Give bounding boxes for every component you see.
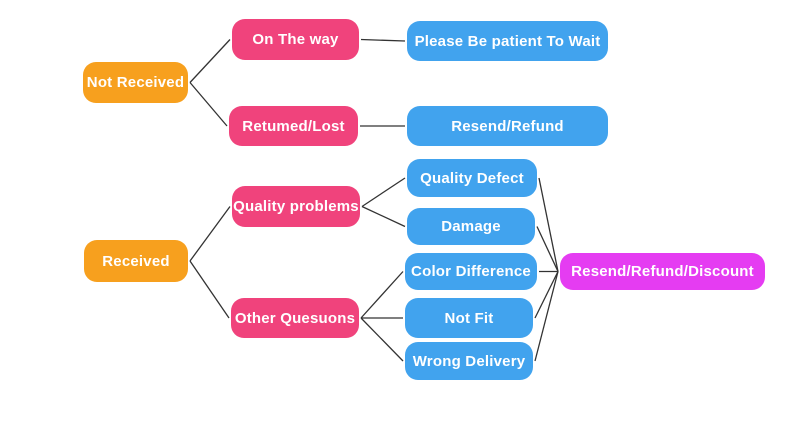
edge-not-received-to-on-the-way: [189, 39, 231, 83]
edge-quality-problems-to-quality-defect: [361, 177, 406, 208]
flowchart-node-resend-refund: Resend/Refund: [407, 106, 608, 146]
flowchart-node-damage: Damage: [407, 208, 535, 245]
flowchart-node-quality-problems: Quality problems: [232, 186, 360, 227]
flowchart-node-resend-refund-discount: Resend/Refund/Discount: [560, 253, 765, 290]
flowchart-node-received: Received: [84, 240, 188, 282]
flowchart-node-on-the-way: On The way: [232, 19, 359, 60]
flowchart-node-color-difference: Color Difference: [405, 253, 537, 290]
flowchart-node-returned-lost: Retumed/Lost: [229, 106, 358, 146]
edge-other-questions-to-wrong-delivery: [360, 317, 404, 362]
edge-other-questions-to-color-difference: [360, 271, 404, 319]
edge-quality-defect-to-resend-refund-discount: [538, 177, 559, 272]
edge-on-the-way-to-please-wait: [360, 38, 406, 42]
flowchart-node-quality-defect: Quality Defect: [407, 159, 537, 197]
edge-received-to-quality-problems: [189, 206, 231, 262]
edge-received-to-other-questions: [189, 260, 230, 319]
edge-damage-to-resend-refund-discount: [536, 226, 559, 272]
edge-not-fit-to-resend-refund-discount: [534, 271, 559, 319]
edge-quality-problems-to-damage: [361, 205, 406, 228]
flowchart-node-not-received: Not Received: [83, 62, 188, 103]
flowchart-node-please-wait: Please Be patient To Wait: [407, 21, 608, 61]
edge-not-received-to-returned-lost: [189, 82, 228, 127]
edge-wrong-delivery-to-resend-refund-discount: [534, 271, 559, 362]
flowchart-node-not-fit: Not Fit: [405, 298, 533, 338]
flowchart-node-wrong-delivery: Wrong Delivery: [405, 342, 533, 380]
flowchart-node-other-questions: Other Quesuons: [231, 298, 359, 338]
